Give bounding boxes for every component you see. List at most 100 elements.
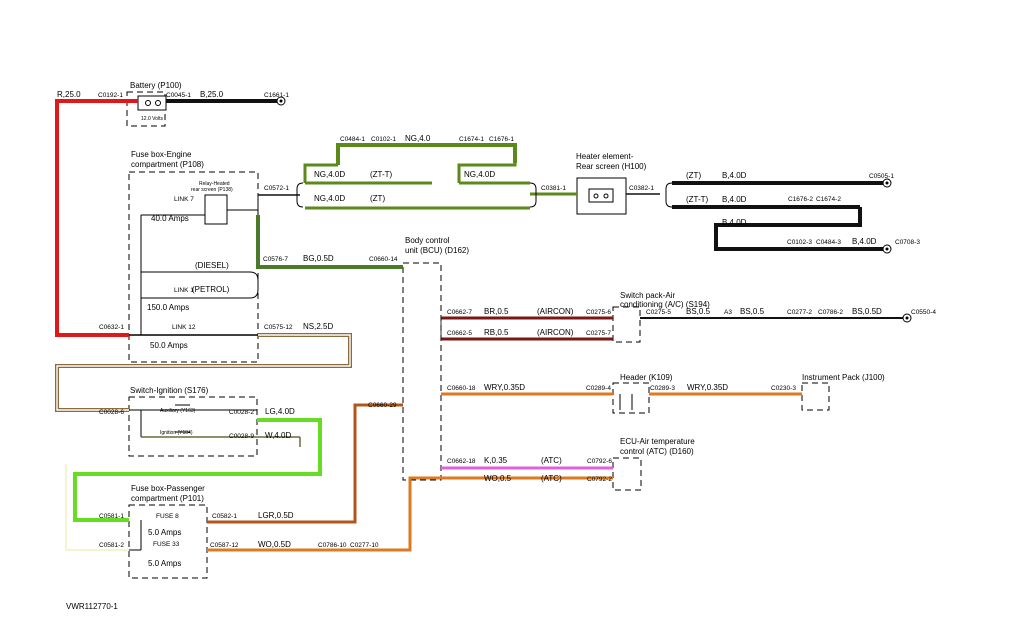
link12-amps: 50.0 Amps	[150, 341, 188, 350]
fusebox-pass-title2: compartment (P101)	[131, 494, 204, 503]
wire-ns25d	[55, 333, 352, 412]
petrol-label: (PETROL)	[192, 285, 230, 294]
conn-c0662-7: C0662-7	[447, 309, 472, 316]
fuse8-label: FUSE 8	[156, 513, 179, 520]
fusebox-engine-title1: Fuse box-Engine	[131, 150, 192, 159]
wire-label-aircon2: (AIRCON)	[537, 328, 574, 337]
conn-c0277-10: C0277-10	[350, 542, 379, 549]
switchpack-title1: Switch pack-Air	[620, 291, 675, 300]
wire-label-bg05d: BG,0.5D	[303, 254, 334, 263]
conn-c0660-29: C0660-29	[368, 402, 397, 409]
wire-label-wo05d: WO,0.5D	[258, 540, 291, 549]
wire-label-rb05: RB,0.5	[484, 328, 509, 337]
wire-r25	[55, 99, 138, 337]
conn-c0289-4: C0289-4	[586, 385, 611, 392]
header-title: Header (K109)	[620, 373, 673, 382]
wire-ng40-top	[336, 143, 517, 163]
battery-voltage: 12.0 Volts	[141, 116, 163, 122]
conn-c0660-18: C0660-18	[447, 385, 476, 392]
header-box	[612, 382, 650, 414]
wire-label-w40d: W,4.0D	[265, 431, 291, 440]
heater-element-box	[576, 177, 627, 215]
ignition-aux: Auxiliary (Y163)	[160, 408, 196, 414]
conn-c0575-12: C0575-12	[264, 324, 293, 331]
wire-label-atc2: (ATC)	[541, 474, 562, 483]
conn-c0382-1: C0382-1	[629, 185, 654, 192]
ignition-box	[128, 396, 258, 457]
fuse33-amps: 5.0 Amps	[148, 559, 181, 568]
conn-c0045-1: C0045-1	[166, 92, 191, 99]
battery-symbol	[137, 95, 167, 111]
wire-label-bs05d: BS,0.5D	[852, 307, 882, 316]
ecu-title2: control (ATC) (D160)	[620, 447, 694, 456]
conn-c0275-6: C0275-6	[586, 309, 611, 316]
conn-c0581-1: C0581-1	[99, 513, 124, 520]
conn-c0028-2: C0028-2	[229, 409, 254, 416]
conn-c0102-1: C0102-1	[371, 136, 396, 143]
ignition-title: Switch-Ignition (S176)	[130, 386, 209, 395]
fusebox-pass-title1: Fuse box-Passenger	[131, 484, 205, 493]
wire-label-r-b40d-b: B,4.0D	[722, 195, 747, 204]
wire-label-r-zt-t: (ZT-T)	[686, 195, 709, 204]
conn-c0028-9: C0028-9	[229, 433, 254, 440]
wire-wo05d	[207, 476, 613, 552]
conn-c0277-2: C0277-2	[787, 309, 812, 316]
conn-c0381-1: C0381-1	[541, 185, 566, 192]
wire-bg05d	[256, 215, 403, 269]
conn-c0289-3: C0289-3	[650, 385, 675, 392]
relay-symbol	[204, 194, 228, 225]
conn-c0587-12: C0587-12	[210, 542, 239, 549]
wire-label-k035: K,0.35	[484, 456, 508, 465]
conn-c1674-1: C1674-1	[459, 136, 484, 143]
conn-c0792-6: C0792-6	[587, 458, 612, 465]
wire-label-zt-t: (ZT-T)	[370, 170, 393, 179]
conn-c0505-1: C0505-1	[869, 173, 894, 180]
wire-label-wry035d-b: WRY,0.35D	[687, 383, 728, 392]
conn-c0484-1: C0484-1	[340, 136, 365, 143]
fuse33-label: FUSE 33	[153, 541, 180, 548]
conn-c1676-1: C1676-1	[489, 136, 514, 143]
instrument-title: Instrument Pack (J100)	[802, 373, 885, 382]
wire-label-bs05: BS,0.5	[686, 307, 711, 316]
wire-label-wo05: WO,0.5	[484, 474, 512, 483]
bcu-title1: Body control	[405, 236, 450, 245]
wire-label-wry035d: WRY,0.35D	[484, 383, 525, 392]
bcu-title2: unit (BCU) (D162)	[405, 246, 469, 255]
bcu-box	[402, 262, 442, 481]
conn-c0102-3: C0102-3	[787, 239, 812, 246]
conn-c0582-1: C0582-1	[212, 513, 237, 520]
figure-id: VWR112770-1	[66, 602, 118, 611]
relay-label1: Relay-Heated	[199, 181, 230, 187]
wire-label-lgr05d: LGR,0.5D	[258, 511, 294, 520]
conn-c0786-2: C0786-2	[818, 309, 843, 316]
wire-label-aircon1: (AIRCON)	[537, 307, 574, 316]
wire-label-ng40d-b: NG,4.0D	[464, 170, 495, 179]
conn-c0192-1: C0192-1	[98, 92, 123, 99]
wire-label-br05: BR,0.5	[484, 307, 509, 316]
ignition-ign: Ignition (Y104)	[160, 430, 193, 436]
conn-c1674-2: C1674-2	[816, 196, 841, 203]
link1-amps: 150.0 Amps	[147, 303, 189, 312]
wire-label-r-zt: (ZT)	[686, 171, 701, 180]
fusebox-passenger-box	[128, 504, 208, 579]
ecu-title1: ECU-Air temperature	[620, 437, 695, 446]
conn-c1661-1: C1661-1	[264, 92, 289, 99]
conn-c0275-7: C0275-7	[586, 330, 611, 337]
wire-label-r-b40d: B,4.0D	[722, 171, 747, 180]
wire-label-b25: B,25.0	[200, 90, 224, 99]
conn-c0662-5: C0662-5	[447, 330, 472, 337]
heater-title2: Rear screen (H100)	[576, 162, 647, 171]
wire-label-ns25d: NS,2.5D	[303, 322, 333, 331]
conn-a3: A3	[724, 309, 732, 316]
wire-label-r-b40d-d: B,4.0D	[852, 237, 877, 246]
switchpack-box	[612, 306, 641, 343]
conn-c0792-2: C0792-2	[587, 476, 612, 483]
link12-label: LINK 12	[172, 324, 196, 331]
conn-c0275-5: C0275-5	[646, 309, 671, 316]
conn-c0572-1: C0572-1	[264, 185, 289, 192]
conn-c0576-7: C0576-7	[263, 256, 288, 263]
wire-lgr05d	[207, 403, 403, 524]
conn-c0660-14: C0660-14	[369, 256, 398, 263]
switchpack-title2: conditioning (A/C) (S194)	[620, 300, 710, 309]
